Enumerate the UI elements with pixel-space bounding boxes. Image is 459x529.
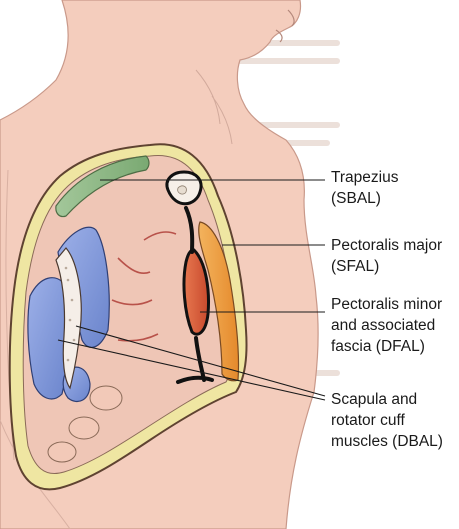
label-pectoralis-major: Pectoralis major (SFAL) (331, 235, 442, 277)
label-pectoralis-major-line1: Pectoralis major (331, 235, 442, 256)
label-pectoralis-minor: Pectoralis minor and associated fascia (… (331, 294, 442, 357)
label-scapula-line1: Scapula and (331, 389, 443, 410)
label-trapezius: Trapezius (SBAL) (331, 167, 398, 209)
label-pectoralis-minor-line3: fascia (DFAL) (331, 336, 442, 357)
label-pectoralis-major-line2: (SFAL) (331, 256, 442, 277)
label-scapula: Scapula and rotator cuff muscles (DBAL) (331, 389, 443, 452)
label-trapezius-line2: (SBAL) (331, 188, 398, 209)
label-pectoralis-minor-line1: Pectoralis minor (331, 294, 442, 315)
label-scapula-line2: rotator cuff (331, 410, 443, 431)
clavicle-marrow (178, 186, 187, 194)
label-pectoralis-minor-line2: and associated (331, 315, 442, 336)
label-trapezius-line1: Trapezius (331, 167, 398, 188)
label-scapula-line3: muscles (DBAL) (331, 431, 443, 452)
